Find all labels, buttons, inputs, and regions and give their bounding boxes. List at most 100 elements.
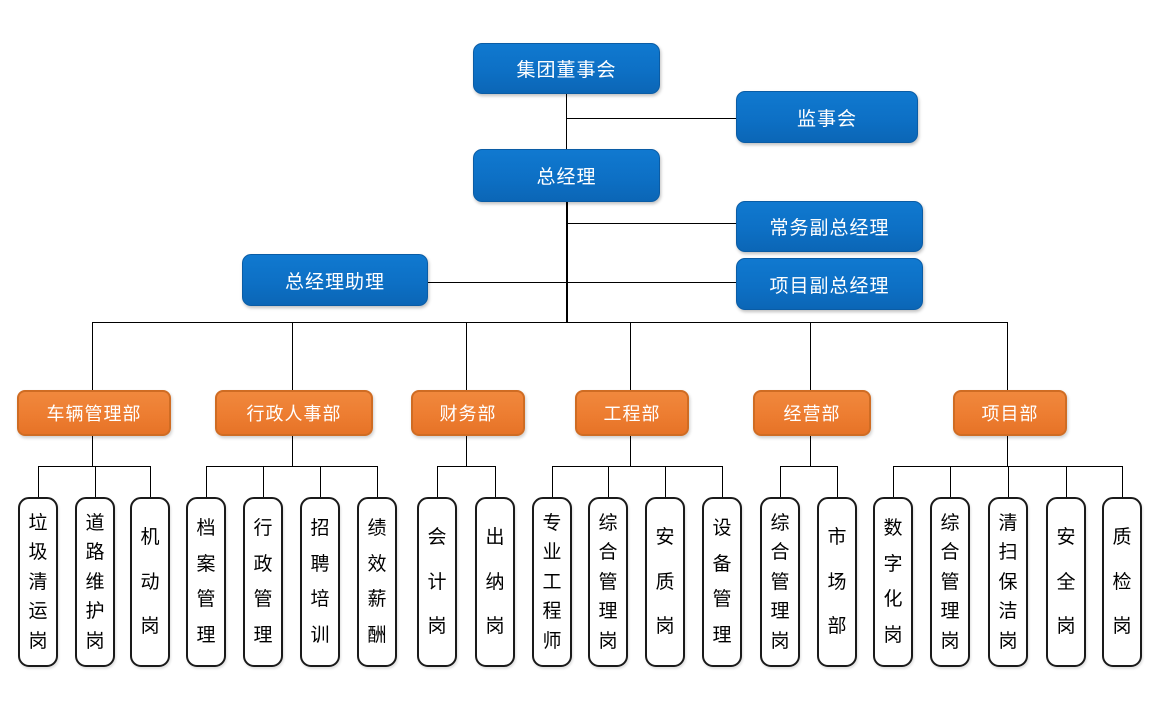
connector-line — [810, 322, 811, 390]
node-label: 监事会 — [796, 108, 857, 130]
connector-line — [630, 432, 631, 466]
post-label: 综合管理岗 — [940, 512, 960, 652]
dept-label: 经营部 — [783, 404, 841, 424]
connector-line — [292, 432, 293, 466]
connector-line — [1008, 466, 1009, 497]
connector-line — [206, 466, 207, 497]
connector-line — [466, 432, 467, 466]
node-board-of-directors[interactable]: 集团董事会 — [473, 43, 660, 94]
post-label: 质检岗 — [1112, 527, 1132, 637]
node-executive-deputy-gm[interactable]: 常务副总经理 — [736, 201, 923, 252]
post-label: 行政管理 — [253, 518, 273, 646]
connector-line — [810, 432, 811, 466]
connector-line — [552, 466, 722, 467]
connector-line — [837, 466, 838, 497]
post-label: 招聘培训 — [310, 518, 330, 646]
dept-label: 车辆管理部 — [46, 404, 142, 424]
post-garbage-removal[interactable]: 垃圾清运岗 — [18, 497, 58, 667]
post-label: 设备管理 — [712, 518, 732, 646]
post-label: 数字化岗 — [883, 518, 903, 646]
connector-line — [206, 466, 377, 467]
connector-line — [722, 466, 723, 497]
connector-line — [566, 200, 568, 322]
post-archive-management[interactable]: 档案管理 — [186, 497, 226, 667]
connector-line — [950, 466, 951, 497]
node-label: 总经理助理 — [284, 271, 385, 293]
node-gm-assistant[interactable]: 总经理助理 — [242, 254, 428, 306]
connector-line — [437, 466, 438, 497]
post-general-management-prj[interactable]: 综合管理岗 — [930, 497, 970, 667]
post-label: 档案管理 — [196, 518, 216, 646]
dept-vehicle-management[interactable]: 车辆管理部 — [17, 390, 171, 436]
post-general-management-ops[interactable]: 综合管理岗 — [760, 497, 800, 667]
node-project-deputy-gm[interactable]: 项目副总经理 — [736, 258, 923, 310]
node-label: 总经理 — [536, 167, 597, 188]
dept-finance[interactable]: 财务部 — [411, 390, 525, 436]
connector-line — [1122, 466, 1123, 497]
connector-line — [665, 466, 666, 497]
node-label: 常务副总经理 — [769, 218, 890, 239]
dept-label: 工程部 — [603, 404, 661, 424]
post-quality-inspection[interactable]: 质检岗 — [1102, 497, 1142, 667]
dept-label: 项目部 — [981, 404, 1039, 424]
post-mobile[interactable]: 机动岗 — [130, 497, 170, 667]
node-supervisory-board[interactable]: 监事会 — [736, 91, 918, 143]
connector-line — [92, 322, 1008, 323]
post-safety-quality[interactable]: 安质岗 — [645, 497, 685, 667]
dept-operations[interactable]: 经营部 — [753, 390, 871, 436]
post-admin-management[interactable]: 行政管理 — [243, 497, 283, 667]
post-cleaning[interactable]: 清扫保洁岗 — [988, 497, 1028, 667]
post-label: 综合管理岗 — [770, 512, 790, 652]
connector-line — [92, 432, 93, 466]
connector-line — [893, 466, 1122, 467]
post-label: 出纳岗 — [485, 527, 505, 637]
connector-line — [95, 466, 96, 497]
post-professional-engineer[interactable]: 专业工程师 — [532, 497, 572, 667]
node-label: 集团董事会 — [516, 60, 617, 81]
post-label: 绩效薪酬 — [367, 518, 387, 646]
connector-line — [893, 466, 894, 497]
post-digitalization[interactable]: 数字化岗 — [873, 497, 913, 667]
connector-line — [495, 466, 496, 497]
dept-project[interactable]: 项目部 — [953, 390, 1067, 436]
post-safety[interactable]: 安全岗 — [1046, 497, 1086, 667]
connector-line — [377, 466, 378, 497]
post-equipment-management[interactable]: 设备管理 — [702, 497, 742, 667]
post-road-maintenance[interactable]: 道路维护岗 — [75, 497, 115, 667]
dept-admin-hr[interactable]: 行政人事部 — [215, 390, 373, 436]
connector-line — [292, 322, 293, 390]
node-label: 项目副总经理 — [769, 275, 890, 297]
connector-line — [1007, 432, 1008, 466]
connector-line — [552, 466, 553, 497]
node-general-manager[interactable]: 总经理 — [473, 149, 660, 202]
connector-line — [426, 282, 736, 283]
connector-line — [1066, 466, 1067, 497]
connector-line — [320, 466, 321, 497]
connector-line — [630, 322, 631, 390]
post-label: 安全岗 — [1056, 527, 1076, 637]
connector-line — [567, 223, 736, 224]
post-label: 市场部 — [827, 527, 847, 637]
post-marketing[interactable]: 市场部 — [817, 497, 857, 667]
connector-line — [780, 466, 837, 467]
post-cashier[interactable]: 出纳岗 — [475, 497, 515, 667]
post-label: 综合管理岗 — [598, 512, 618, 652]
post-general-management-eng[interactable]: 综合管理岗 — [588, 497, 628, 667]
connector-line — [608, 466, 609, 497]
connector-line — [780, 466, 781, 497]
connector-line — [437, 466, 495, 467]
connector-line — [466, 322, 467, 390]
connector-line — [92, 322, 93, 390]
connector-line — [38, 466, 150, 467]
connector-line — [567, 118, 736, 119]
post-accountant[interactable]: 会计岗 — [417, 497, 457, 667]
connector-line — [38, 466, 39, 497]
post-recruit-training[interactable]: 招聘培训 — [300, 497, 340, 667]
connector-line — [566, 92, 567, 149]
post-label: 安质岗 — [655, 527, 675, 637]
post-label: 垃圾清运岗 — [28, 512, 48, 652]
post-performance-pay[interactable]: 绩效薪酬 — [357, 497, 397, 667]
dept-engineering[interactable]: 工程部 — [575, 390, 689, 436]
connector-line — [150, 466, 151, 497]
